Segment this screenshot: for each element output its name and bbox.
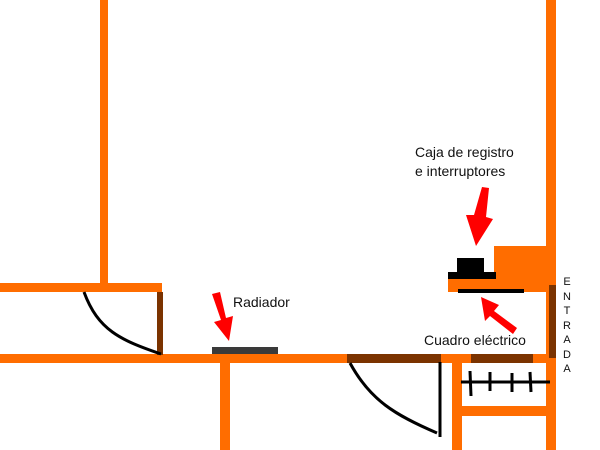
door-swing-left [82, 291, 162, 356]
label-radiador: Radiador [233, 294, 290, 310]
towel-rail [461, 370, 550, 397]
wall-center-vertical [220, 358, 230, 450]
label-entrada: ENTRADA [563, 276, 571, 375]
radiator [212, 347, 278, 354]
entrance-ledge [448, 278, 552, 292]
registro-box [457, 258, 484, 272]
wall-left-vertical [100, 0, 108, 288]
arrows [212, 187, 517, 341]
label-caja-line1: Caja de registro [415, 144, 514, 160]
door-entrance [549, 285, 556, 358]
wall-right-vertical [546, 0, 556, 450]
door-bathroom-frame [471, 354, 533, 363]
label-cuadro: Cuadro eléctrico [424, 332, 526, 348]
door-center-frame [347, 354, 441, 363]
door-left-leaf [157, 292, 163, 355]
wall-bathroom-vertical [452, 358, 462, 450]
wall-bathroom-horizontal [452, 406, 556, 416]
door-swing-center [348, 362, 438, 435]
wall-upper-horizontal [0, 283, 162, 292]
label-caja-line2: e interruptores [415, 163, 506, 179]
interruptores-bar [448, 272, 496, 279]
arrow-cuadro-icon [481, 297, 517, 334]
door-swings [82, 291, 442, 437]
arrow-radiador-icon [212, 292, 233, 341]
wall-main-horizontal [0, 354, 556, 363]
arrow-caja-icon [466, 187, 493, 246]
cuadro-electrico [458, 289, 524, 293]
walls [0, 0, 556, 450]
doors [157, 285, 556, 363]
